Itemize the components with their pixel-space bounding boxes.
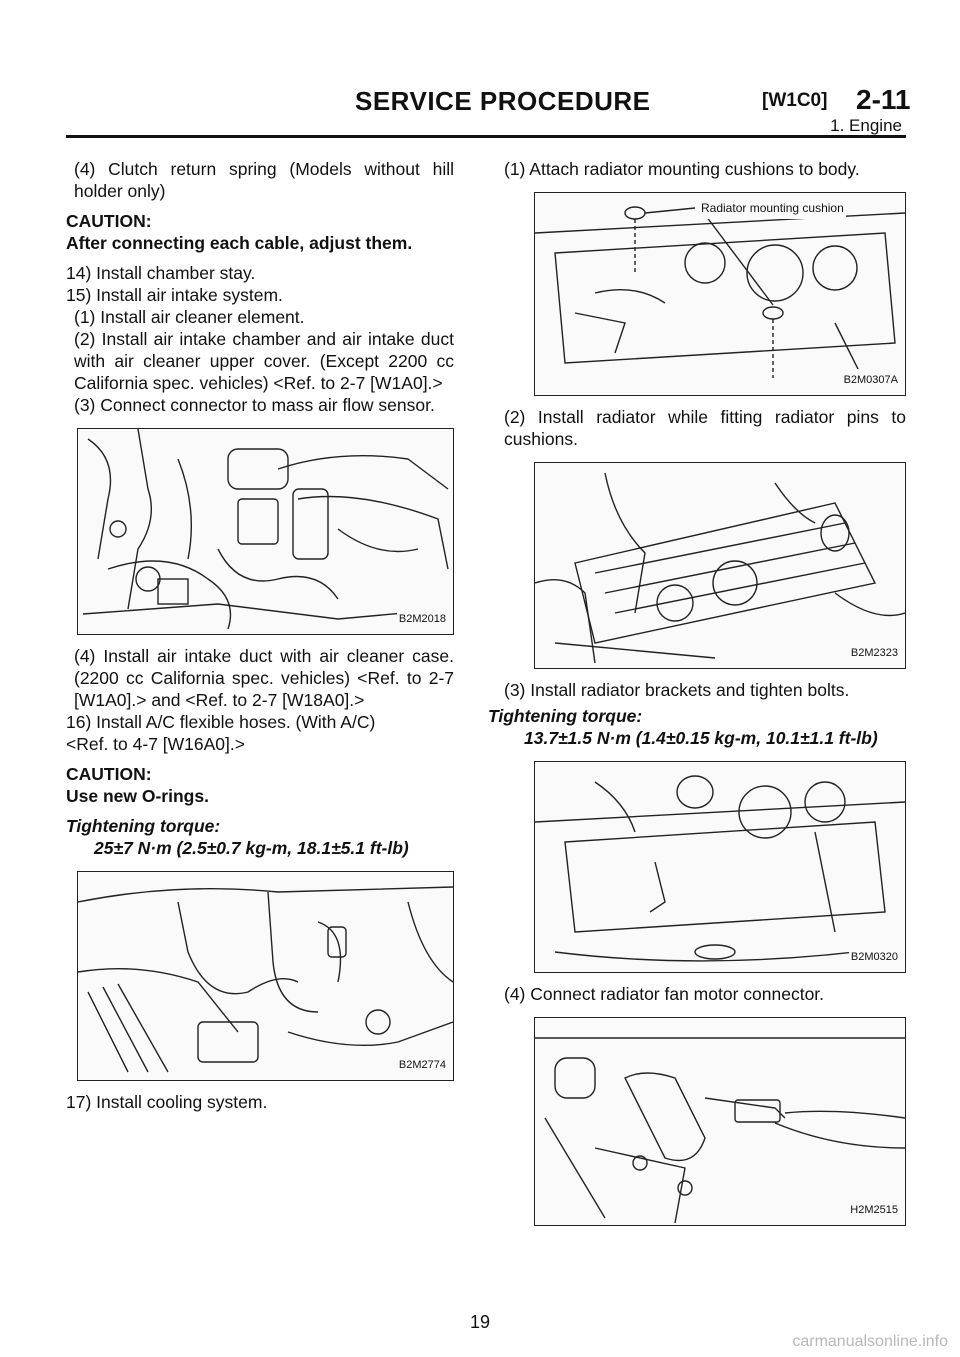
step-15-2: (2) Install air intake chamber and air i… (74, 329, 454, 393)
step-r1: (1) Attach radiator mounting cushions to… (504, 159, 860, 179)
step-15-4: (4) Install air intake duct with air cle… (74, 646, 454, 710)
radiator-bracket-illustration (535, 775, 905, 962)
radiator-cushion-illustration (535, 206, 905, 384)
caution-text: After connecting each cable, adjust them… (66, 233, 413, 253)
header-rule (66, 135, 906, 138)
step-16: 16) Install A/C flexible hoses. (With A/… (66, 712, 376, 732)
fan-connector-illustration (535, 1037, 905, 1224)
step-15-3: (3) Connect connector to mass air flow s… (74, 395, 435, 415)
figure-caption-2: B2M2774 (396, 1054, 448, 1076)
radiator-install-illustration (535, 472, 905, 664)
step-16-ref: <Ref. to 4-7 [W16A0].> (66, 734, 245, 754)
step-14: 14) Install chamber stay. (66, 263, 256, 283)
step-r3: (3) Install radiator brackets and tighte… (504, 680, 850, 700)
right-column: (1) Attach radiator mounting cushions to… (488, 158, 906, 1236)
figure-maf-connector: B2M2018 (77, 428, 454, 635)
step-17: 17) Install cooling system. (66, 1092, 268, 1112)
figure-callout: Radiator mounting cushion (699, 197, 846, 219)
torque-heading: Tightening torque: (66, 816, 221, 836)
page-number: 19 (469, 1312, 491, 1332)
figure-caption: B2M2018 (396, 608, 448, 630)
watermark: carmanualsonline.info (792, 1333, 948, 1350)
torque-value-2: 13.7±1.5 N·m (1.4±0.15 kg-m, 10.1±1.1 ft… (524, 728, 878, 748)
figure-fan-connector: H2M2515 (534, 1017, 906, 1226)
caution-text-2: Use new O-rings. (66, 786, 209, 806)
figure-caption-4: B2M2323 (848, 642, 900, 664)
engine-illustration (82, 429, 449, 630)
ac-hose-illustration (78, 886, 453, 1073)
caution-heading-2: CAUTION: (66, 764, 152, 784)
section-number: 2-11 (856, 84, 911, 115)
section-title: SERVICE PROCEDURE (355, 86, 651, 116)
torque-heading-2: Tightening torque: (488, 706, 643, 726)
figure-ac-hoses: B2M2774 (77, 871, 454, 1081)
figure-radiator-cushion: Radiator mounting cushion B2M0307A (534, 192, 906, 396)
step-r4: (4) Connect radiator fan motor connector… (504, 984, 825, 1004)
step-15: 15) Install air intake system. (66, 285, 283, 305)
step-15-1: (1) Install air cleaner element. (74, 307, 305, 327)
step-r2: (2) Install radiator while fitting radia… (504, 407, 906, 449)
section-code: [W1C0] (762, 90, 828, 111)
left-column: (4) Clutch return spring (Models without… (66, 158, 454, 1113)
figure-radiator-install: B2M2323 (534, 462, 906, 669)
figure-caption-5: B2M0320 (848, 946, 900, 968)
figure-caption-6: H2M2515 (848, 1199, 900, 1221)
section-subtitle: 1. Engine (830, 116, 902, 135)
step-clutch-spring: (4) Clutch return spring (Models without… (74, 159, 454, 201)
figure-radiator-brackets: B2M0320 (534, 761, 906, 973)
figure-caption-3: B2M0307A (841, 369, 900, 391)
torque-value: 25±7 N·m (2.5±0.7 kg-m, 18.1±5.1 ft-lb) (94, 838, 409, 858)
caution-heading: CAUTION: (66, 211, 152, 231)
